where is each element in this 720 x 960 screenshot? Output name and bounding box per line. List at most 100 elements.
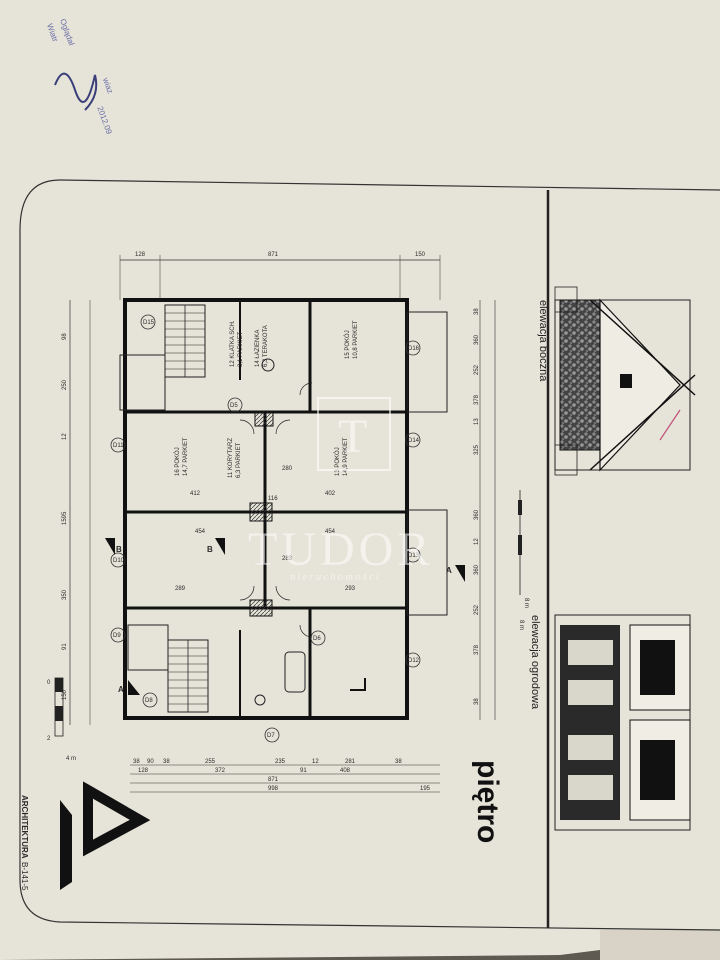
dim-label: 150 — [415, 252, 426, 258]
stone-base — [559, 299, 601, 451]
svg-text:372: 372 — [215, 768, 226, 774]
dim-label: 38 — [474, 308, 480, 315]
svg-text:91: 91 — [300, 768, 307, 774]
dim-label: 12 — [474, 538, 480, 545]
svg-text:elewacja ogrodowa: elewacja ogrodowa — [529, 615, 541, 710]
svg-text:13 POKÓJ: 13 POKÓJ — [334, 447, 341, 476]
room-label: 12 KLATKA SCH. 3,1 PARKIET — [230, 320, 244, 367]
svg-text:38: 38 — [163, 759, 170, 765]
svg-text:871: 871 — [268, 777, 279, 783]
dim-label: 252 — [474, 364, 480, 375]
dim-label: 360 — [474, 564, 480, 575]
svg-text:12 KLATKA SCH.: 12 KLATKA SCH. — [230, 320, 236, 367]
svg-text:11 KORYTARZ: 11 KORYTARZ — [228, 438, 234, 478]
dim-label: 91 — [62, 643, 68, 650]
garden-elevation-label: elewacja ogrodowa — [529, 615, 541, 710]
balcony-top — [406, 311, 448, 413]
toilet — [254, 694, 266, 706]
grid-tag: D5 — [230, 403, 238, 409]
dim-label: 252 — [474, 604, 480, 615]
grid-tag: D11 — [113, 443, 124, 449]
dim-label: 378 — [474, 644, 480, 655]
scale-bar: 0 2 4 m — [47, 677, 76, 762]
dormer — [640, 640, 675, 695]
scale-b: 8 m — [518, 620, 524, 630]
right-dimensions: 38 360 252 378 13 325 360 12 360 252 378… — [474, 300, 496, 720]
drawing-frame — [19, 179, 720, 931]
grid-tag: D13 — [408, 553, 420, 559]
grid-tag: D6 — [313, 636, 321, 642]
dim-label: 283 — [282, 556, 293, 562]
dim-label: 128 — [135, 252, 146, 258]
dim-label: 13 — [474, 418, 480, 425]
svg-text:255: 255 — [205, 759, 216, 765]
left-dimensions: 98 250 12 1595 350 91 150 — [62, 300, 91, 725]
room-label: 16 POKÓJ 14,7 PARKIET — [174, 437, 189, 476]
svg-text:90: 90 — [147, 759, 154, 765]
svg-text:38: 38 — [395, 759, 402, 765]
paper-fold — [600, 930, 720, 960]
room-label: 15 POKÓJ 10,8 PARKIET — [344, 320, 359, 359]
grid-tag: D14 — [408, 438, 420, 444]
room-labels: 14 ŁAZIENKA 6,3 TERAKOTA 12 KLATKA SCH. … — [174, 320, 359, 478]
svg-text:T: T — [338, 410, 367, 463]
dim-label: 1595 — [62, 511, 68, 525]
svg-text:elewacja boczna: elewacja boczna — [537, 300, 549, 382]
svg-text:3,1 PARKIET: 3,1 PARKIET — [238, 331, 244, 367]
grid-tag: D16 — [408, 346, 420, 352]
dim-label: 378 — [474, 394, 480, 405]
sheet-title: piętro — [471, 760, 504, 843]
svg-text:ARCHITEKTURA: ARCHITEKTURA — [20, 795, 29, 859]
dim-label: 402 — [325, 491, 336, 497]
grid-tag: D9 — [113, 633, 121, 639]
svg-text:408: 408 — [340, 768, 351, 774]
tudor-watermark: T TUDOR nieruchomości — [248, 397, 433, 583]
svg-text:15 POKÓJ: 15 POKÓJ — [344, 330, 351, 359]
svg-text:2: 2 — [47, 736, 51, 742]
publisher-label: ARCHITEKTURA — [20, 795, 29, 859]
svg-text:0: 0 — [47, 680, 51, 686]
svg-text:12: 12 — [312, 759, 319, 765]
svg-text:6,3 PARKIET: 6,3 PARKIET — [236, 442, 242, 478]
svg-text:B-141-5: B-141-5 — [20, 862, 29, 891]
svg-text:16 POKÓJ: 16 POKÓJ — [174, 447, 181, 476]
svg-text:195: 195 — [420, 786, 431, 792]
dim-label: 280 — [282, 466, 293, 472]
sheet-code: B-141-5 — [20, 862, 29, 891]
staircase-top — [164, 304, 206, 378]
dim-label: 116 — [268, 496, 278, 502]
svg-text:235: 235 — [275, 759, 286, 765]
section-marker-a: A — [446, 566, 452, 575]
bottom-dimensions: 38 90 38 255 235 12 281 38 128 372 408 8… — [130, 759, 440, 793]
svg-text:6,3 TERAKOTA: 6,3 TERAKOTA — [263, 325, 269, 367]
svg-text:14,7 PARKIET: 14,7 PARKIET — [183, 437, 189, 476]
svg-text:nieruchomości: nieruchomości — [290, 571, 381, 583]
section-marker-b2: B — [207, 545, 213, 554]
section-marker-a2: A — [118, 685, 124, 694]
dim-label: 350 — [62, 589, 68, 600]
dim-label: 360 — [474, 334, 480, 345]
grid-tag: D7 — [267, 733, 275, 739]
dim-label: 454 — [195, 529, 206, 535]
dim-label: 325 — [474, 444, 480, 455]
side-elevation — [554, 286, 696, 476]
svg-text:TUDOR: TUDOR — [248, 523, 433, 576]
svg-text:piętro: piętro — [471, 760, 504, 843]
garden-elevation — [554, 614, 691, 831]
scale-a: 8 m — [518, 490, 529, 608]
dim-label: 38 — [474, 698, 480, 705]
outer-wall — [123, 298, 409, 720]
toilet-top — [261, 358, 275, 372]
room-dimensions: 412 402 454 454 116 280 289 293 283 — [175, 466, 356, 592]
section-marker-b: B — [116, 545, 122, 554]
bathtub — [284, 651, 306, 693]
top-dimensions: 128 871 150 — [119, 252, 441, 300]
grid-tag: D12 — [408, 658, 420, 664]
bay-top — [119, 354, 166, 411]
svg-text:4 m: 4 m — [66, 756, 76, 762]
dim-label: 12 — [62, 433, 68, 440]
dim-label: 454 — [325, 529, 336, 535]
architektura-logo-icon — [60, 781, 151, 890]
grid-tag: D10 — [113, 558, 125, 564]
